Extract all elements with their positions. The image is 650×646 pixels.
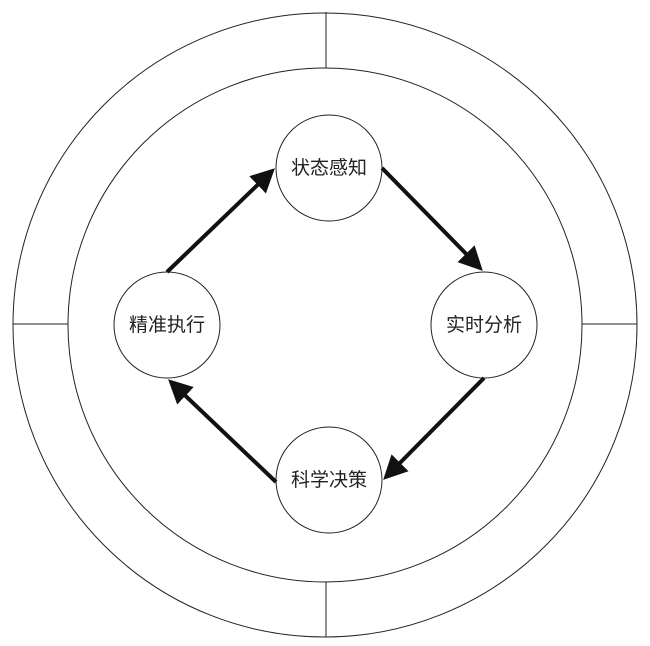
outer-ring	[12, 12, 638, 638]
arrow-execution-to-perception	[165, 168, 275, 274]
inner-ring	[67, 67, 583, 583]
node-label-analysis: 实时分析	[445, 314, 522, 336]
node-label-decision: 科学决策	[290, 469, 367, 491]
arrow-perception-to-analysis	[380, 166, 483, 271]
arrow-analysis-to-decision	[383, 376, 486, 480]
node-label-execution: 精准执行	[128, 314, 205, 336]
arrow-decision-to-execution	[168, 379, 278, 484]
node-label-perception: 状态感知	[290, 157, 367, 179]
